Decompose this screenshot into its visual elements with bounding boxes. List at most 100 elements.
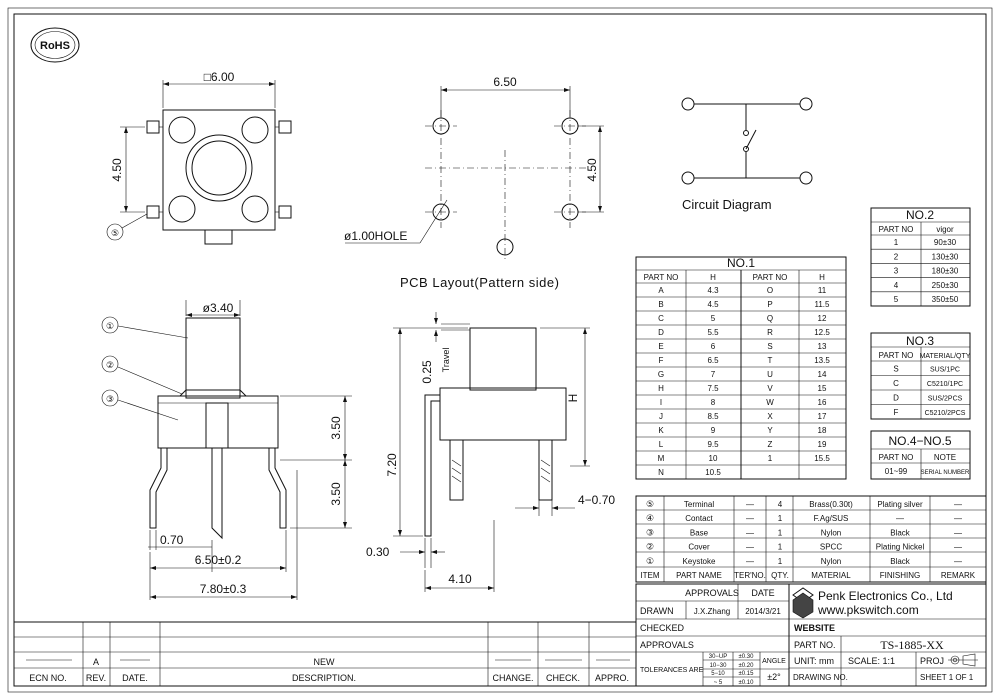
bom-table (635, 495, 987, 583)
no1-right-part: X (767, 412, 773, 421)
no1-right-h: 12 (818, 314, 827, 323)
no4-title: NO.4−NO.5 (888, 434, 951, 448)
dim-030: 0.30 (366, 545, 390, 559)
bom-material-cell: Nylon (821, 557, 841, 566)
top-view (106, 80, 292, 245)
bom-ter-cell: — (746, 500, 754, 509)
bom-ter-cell: — (746, 528, 754, 537)
bom-finish-cell: Black (890, 557, 911, 566)
no2-title: NO.2 (906, 208, 934, 222)
no2-row-vigor: 180±30 (932, 267, 959, 276)
no1-right-part: W (766, 398, 774, 407)
callout-1: ① (106, 321, 114, 331)
tb-scale: SCALE: 1:1 (848, 656, 895, 666)
dim-4-070: 4−0.70 (578, 493, 615, 507)
no1-left-h: 9 (711, 426, 716, 435)
no1-left-part: N (658, 468, 664, 477)
no2-row-part: 5 (894, 295, 899, 304)
tb-part-no-label: PART NO. (794, 640, 836, 650)
no1-left-part: E (658, 342, 663, 351)
bom-head-qty: QTY. (771, 571, 789, 580)
rohs-text: RoHS (40, 40, 70, 52)
rev-value: A (93, 657, 99, 667)
no3-row-material: C5210/1PC (927, 381, 963, 388)
tb-tol-range-4: ~ 5 (714, 680, 723, 686)
tb-approvals2-label: APPROVALS (640, 640, 694, 650)
pcb-layout (345, 86, 604, 262)
bom-material-cell: Brass(0.30t) (809, 500, 853, 509)
bom-remark-cell: — (954, 557, 962, 566)
bom-qty-cell: 1 (778, 514, 783, 523)
no2-row-part: 1 (894, 238, 899, 247)
tb-part-no: TS-1885-XX (880, 638, 944, 652)
no1-head-part-right: PART NO (753, 273, 788, 282)
no1-right-part: U (767, 370, 773, 379)
revision-block (14, 621, 636, 686)
dim-travel-value: 0.25 (420, 360, 434, 384)
bom-name-cell: Contact (685, 514, 713, 523)
dim-top-height: 4.50 (110, 158, 124, 182)
dim-height-350-a: 3.50 (329, 416, 343, 440)
tb-drawn-date: 2014/3/21 (745, 607, 781, 616)
bom-head-item: ITEM (640, 571, 659, 580)
no1-left-h: 5 (711, 314, 716, 323)
callout-2: ② (106, 360, 114, 370)
no1-right-h: 11 (818, 286, 827, 295)
bom-item-cell: ④ (646, 513, 654, 523)
no1-right-part: V (767, 384, 773, 393)
dim-720: 7.20 (385, 453, 399, 477)
no1-right-h: 13 (818, 342, 827, 351)
no2-head-part: PART NO (879, 225, 914, 234)
bom-head-name: PART NAME (676, 571, 722, 580)
tb-tol-val-3: ±0.15 (739, 671, 755, 677)
no3-row-material: SUS/1PC (930, 367, 960, 374)
rev-header: CHANGE. (492, 673, 533, 683)
no1-right-h: 15.5 (814, 454, 830, 463)
tb-angle-label: ANGLE (762, 658, 786, 665)
bom-material-cell: SPCC (820, 543, 842, 552)
bom-item-cell: ⑤ (646, 499, 654, 509)
table-no3 (870, 332, 971, 420)
circuit-diagram-label: Circuit Diagram (682, 197, 772, 212)
bom-ter-cell: — (746, 514, 754, 523)
no2-row-part: 4 (894, 281, 899, 290)
no1-left-h: 6 (711, 342, 716, 351)
no1-left-part: B (658, 300, 663, 309)
tb-angle-value: ±2° (767, 672, 781, 682)
no3-row-material: C5210/2PCS (925, 410, 966, 417)
tb-tol-range-2: 10−30 (710, 663, 728, 669)
no1-left-part: F (659, 356, 664, 365)
no1-left-part: H (658, 384, 664, 393)
bom-name-cell: Terminal (684, 500, 714, 509)
dim-780: 7.80±0.3 (200, 582, 247, 596)
bom-qty-cell: 1 (778, 528, 783, 537)
dim-height-350-b: 3.50 (329, 482, 343, 506)
rev-header: DESCRIPTION. (292, 673, 356, 683)
bom-qty-cell: 4 (778, 500, 783, 509)
no1-right-part: P (767, 300, 772, 309)
bom-finish-cell: — (896, 514, 904, 523)
no4-row-part: 01~99 (885, 467, 908, 476)
no1-left-h: 10 (709, 454, 718, 463)
tb-drawn-by: J.X.Zhang (694, 607, 730, 616)
no1-left-h: 7 (711, 370, 716, 379)
no1-right-h: 19 (818, 440, 827, 449)
tb-tol-val-1: ±0.30 (739, 654, 755, 660)
no4-head-note: NOTE (934, 453, 956, 462)
bom-head-material: MATERIAL (811, 571, 851, 580)
no3-row-material: SUS/2PCS (928, 396, 963, 403)
dim-top-square: □6.00 (204, 70, 235, 84)
no1-right-part: Q (767, 314, 773, 323)
dim-h-label: H (566, 394, 580, 403)
no1-left-h: 7.5 (707, 384, 719, 393)
no1-right-h: 17 (818, 412, 827, 421)
tb-checked-label: CHECKED (640, 623, 685, 633)
dim-hole: ø1.00HOLE (344, 229, 407, 243)
tb-tol-val-4: ±0.10 (739, 680, 755, 686)
no1-head-h-left: H (710, 273, 716, 282)
dim-410: 4.10 (448, 572, 472, 586)
no2-row-vigor: 350±50 (932, 295, 959, 304)
